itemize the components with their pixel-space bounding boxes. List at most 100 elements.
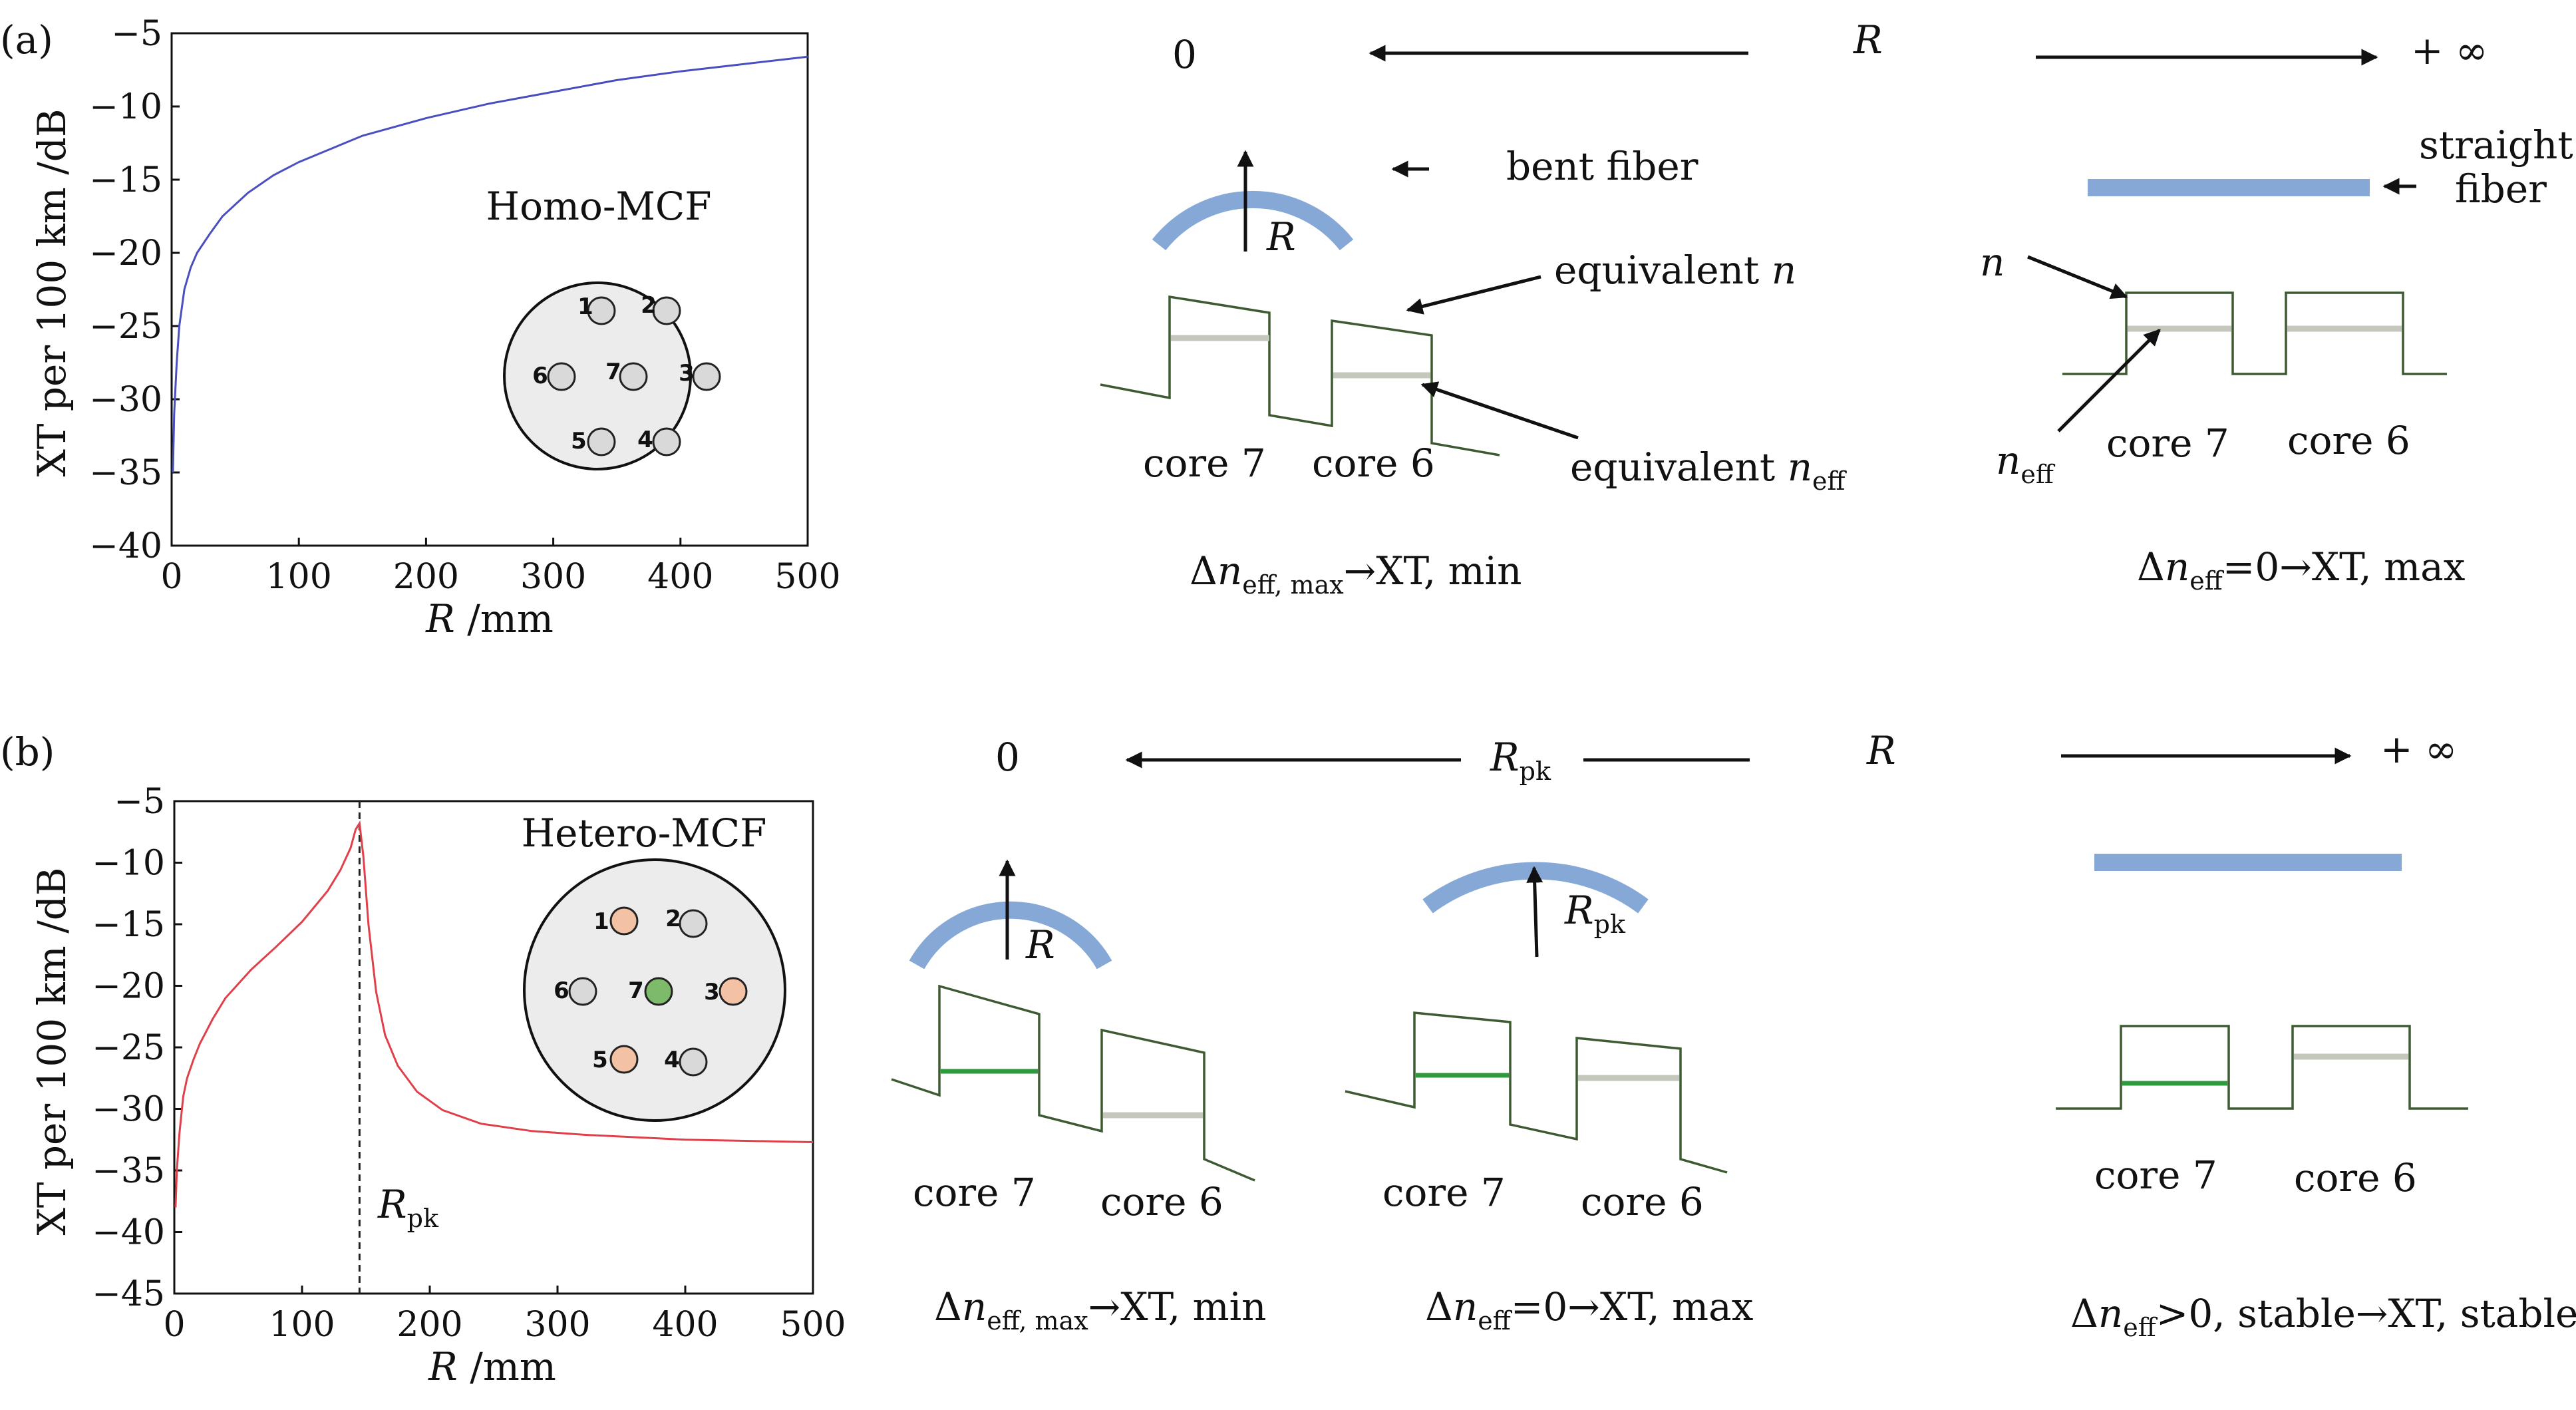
bend-radius-label-b1: R bbox=[1025, 922, 1055, 968]
core-6 bbox=[547, 362, 576, 391]
core-label-4: 4 bbox=[637, 427, 653, 453]
straight-label-line2: fiber bbox=[2455, 166, 2547, 212]
plot-b-mcf-label: Hetero-MCF bbox=[522, 810, 767, 856]
plot-a-ytick-label: −20 bbox=[89, 234, 162, 273]
tilted-index-profile-a bbox=[1100, 295, 1500, 456]
core-label-1: 1 bbox=[577, 293, 593, 320]
panel-b-tag: (b) bbox=[0, 729, 55, 775]
plot-a-xtick-label: 300 bbox=[520, 557, 586, 597]
core-label-4: 4 bbox=[664, 1047, 680, 1073]
core7-label-b3: core 7 bbox=[2094, 1152, 2217, 1198]
plot-b-ytick-label: −30 bbox=[92, 1090, 165, 1130]
top-b-infinity: + ∞ bbox=[2380, 727, 2457, 772]
core-label-6: 6 bbox=[532, 363, 548, 389]
plot-a-ytick-label: −15 bbox=[89, 160, 162, 200]
plot-a-ytick-label: −5 bbox=[111, 14, 162, 54]
core-2 bbox=[652, 296, 681, 325]
flat-index-profile-a bbox=[2062, 291, 2447, 375]
core-6 bbox=[568, 977, 597, 1006]
bend-radius-arrow-b2 bbox=[1526, 866, 1543, 958]
top-a-infinity: + ∞ bbox=[2411, 28, 2488, 73]
equiv-n-pointer bbox=[1406, 275, 1541, 315]
plot-b-xt-curve bbox=[174, 820, 814, 1208]
condition-b2: Δneff=0→XT, max bbox=[1425, 1284, 1753, 1335]
core-2 bbox=[679, 909, 708, 938]
top-b-r: R bbox=[1866, 728, 1896, 773]
plot-a-xtick-label: 0 bbox=[160, 557, 182, 597]
core-5 bbox=[587, 427, 616, 456]
plot-b-xtick-label: 100 bbox=[269, 1305, 335, 1345]
core6-label-b2: core 6 bbox=[1581, 1179, 1704, 1224]
neff-pointer bbox=[2057, 329, 2161, 433]
core6-label-b3: core 6 bbox=[2294, 1155, 2417, 1200]
core-1 bbox=[609, 906, 639, 936]
plot-a-ytick-label: −10 bbox=[89, 87, 162, 127]
plot-a-ylabel: XT per 100 km /dB bbox=[29, 108, 75, 476]
core-label-6: 6 bbox=[554, 977, 569, 1004]
core-label-5: 5 bbox=[592, 1047, 608, 1073]
tilted-index-profile-b1 bbox=[891, 984, 1255, 1182]
top-a-zero: 0 bbox=[1172, 32, 1197, 77]
top-b-rpk: Rpk bbox=[1490, 735, 1551, 786]
plot-b-ytick-label: −40 bbox=[92, 1213, 165, 1253]
plot-b-xlabel: R /mm bbox=[428, 1344, 556, 1389]
core7-label-b2: core 7 bbox=[1382, 1170, 1506, 1215]
condition-b3: Δneff>0, stable→XT, stable bbox=[2070, 1291, 2576, 1342]
plot-b-xtick-label: 300 bbox=[524, 1305, 590, 1345]
plot-b-ytick-label: −35 bbox=[92, 1151, 165, 1191]
core7-label-b1: core 7 bbox=[913, 1170, 1036, 1215]
plot-b-xtick-label: 200 bbox=[397, 1305, 462, 1345]
n-pointer bbox=[2027, 255, 2128, 299]
core7-label-a-left: core 7 bbox=[1143, 441, 1266, 486]
bent-fiber-b1 bbox=[909, 901, 1112, 969]
core-7 bbox=[619, 362, 648, 391]
hetero-mcf-cross-section: 1 2 6 7 3 5 4 bbox=[523, 858, 786, 1122]
core-5 bbox=[609, 1045, 639, 1074]
core-label-7: 7 bbox=[605, 359, 621, 385]
plot-a-mcf-label: Homo-MCF bbox=[486, 184, 711, 229]
equiv-n-label: equivalent n bbox=[1554, 248, 1796, 293]
bent-fiber-a bbox=[1152, 190, 1354, 251]
plot-b-ytick-label: −20 bbox=[92, 967, 165, 1007]
core-7 bbox=[644, 977, 673, 1006]
panel-a-tag: (a) bbox=[0, 17, 53, 63]
core6-label-a-right: core 6 bbox=[2287, 418, 2410, 463]
neff-label: neff bbox=[1996, 438, 2056, 489]
plot-a-xt-curve bbox=[172, 55, 808, 473]
core-4 bbox=[652, 427, 681, 456]
plot-b-xtick-label: 500 bbox=[780, 1305, 846, 1345]
core-1 bbox=[587, 296, 616, 325]
plot-b-ytick-label: −5 bbox=[114, 782, 165, 822]
bend-radius-label-b2: Rpk bbox=[1564, 888, 1626, 939]
core-label-3: 3 bbox=[679, 360, 695, 387]
plot-a-ytick-label: −30 bbox=[89, 380, 162, 420]
plot-a-ytick-label: −25 bbox=[89, 307, 162, 347]
plot-b-ylabel: XT per 100 km /dB bbox=[29, 867, 75, 1235]
plot-b-ytick-label: −45 bbox=[92, 1274, 165, 1314]
mcf-cladding bbox=[503, 281, 692, 470]
plot-b-xtick-label: 400 bbox=[652, 1305, 718, 1345]
plot-a-ytick-label: −40 bbox=[89, 526, 162, 566]
condition-a-right: Δneff=0→XT, max bbox=[2137, 544, 2465, 596]
top-a-r: R bbox=[1853, 17, 1883, 63]
core-label-1: 1 bbox=[593, 908, 609, 935]
equiv-neff-pointer bbox=[1420, 381, 1579, 440]
plot-a-frame bbox=[170, 32, 809, 547]
plot-a-xlabel: R /mm bbox=[425, 596, 554, 641]
homo-mcf-cross-section: 1 2 6 7 3 5 4 bbox=[503, 281, 721, 470]
straight-label-line1: straight bbox=[2419, 122, 2573, 168]
plot-b-ytick-label: −25 bbox=[92, 1028, 165, 1068]
tilted-index-profile-b2 bbox=[1345, 1011, 1728, 1174]
core-label-2: 2 bbox=[665, 906, 681, 932]
core-label-7: 7 bbox=[628, 977, 644, 1004]
core6-label-b1: core 6 bbox=[1100, 1179, 1223, 1224]
flat-index-profile-b3 bbox=[2056, 1025, 2468, 1110]
plot-b-xtick-label: 0 bbox=[163, 1305, 185, 1345]
plot-a-xtick-label: 500 bbox=[774, 557, 840, 597]
condition-a-left: Δneff, max→XT, min bbox=[1190, 548, 1522, 600]
